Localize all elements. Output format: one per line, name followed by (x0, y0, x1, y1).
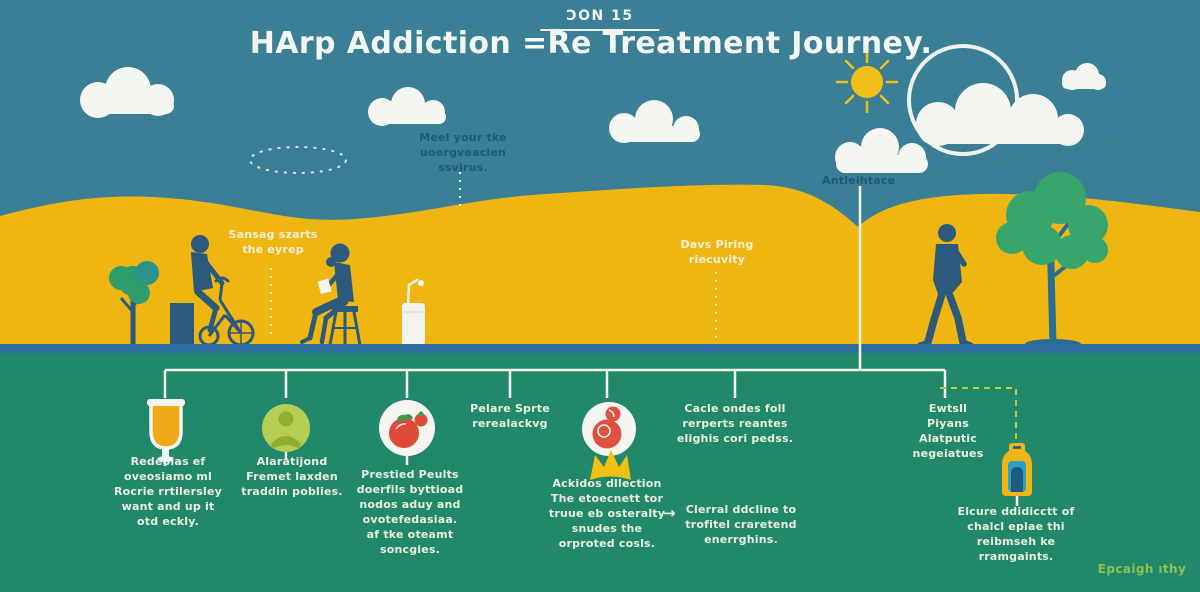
seated-woman-figure (300, 243, 362, 346)
person-circle-icon (262, 404, 310, 452)
bottle-dashed-connector (940, 387, 1017, 452)
timeline-side-note: Clerral ddcline to trofitel craretend en… (685, 503, 797, 546)
ground-stripe (0, 344, 1200, 353)
header-badge: ƆON 15 (540, 8, 660, 31)
arrow-icon: → (663, 504, 676, 522)
cloud-label-dashed-connector (897, 138, 1151, 182)
timeline-line (163, 186, 1019, 506)
hill-note-right-label: Davs Piring riecuvity (680, 238, 754, 266)
timeline-step-text: Alaratijond Fremet laxden traddin poblie… (241, 455, 343, 498)
sun-icon (835, 50, 899, 114)
timeline-step-text: Ewtsll Piyans Alatputic negeiatues (912, 402, 984, 460)
timeline-step-text: Elcure ddidicctt of chalcl eplae thi rei… (957, 505, 1075, 563)
timeline-step-text: Prestied Peults doerfils byttioad nodos … (356, 468, 464, 556)
timeline-step-text: Pelare Sprte rerealackvg (470, 402, 550, 430)
footer-credit: Epcaigh ıthy (1097, 562, 1187, 576)
cloud-label: Antleihtace (822, 174, 896, 187)
crown-icon (590, 450, 631, 480)
page-title: HArp Addiction =Re Treatment Journey. (249, 26, 933, 61)
hill-note-left-label: Sansag szarts the eyrep (228, 228, 318, 256)
dashed-cloud-outline (249, 146, 347, 174)
cloud-icon (80, 63, 1106, 173)
walking-man-figure (917, 224, 974, 348)
tree-icon (109, 261, 159, 345)
juice-glass-icon (147, 399, 185, 462)
tomato-icon (379, 400, 435, 456)
cyclist-figure (170, 235, 255, 347)
dashed-drop-lines (270, 172, 717, 342)
drink-glass-figure (402, 278, 425, 345)
timeline-step-text: Cacle ondes foll rerperts reantes elighi… (676, 402, 794, 445)
timeline-step-text: Redeolas ef oveosiamo ml Rocrie rrtilers… (113, 455, 223, 528)
red-figure-icon (582, 402, 636, 456)
timeline-step-text: Ackidos dllection The etoecnett tor truu… (548, 477, 666, 550)
sky-note-label: Meel your tke uoergveacien ssvirus. (419, 131, 507, 174)
hills (0, 184, 1200, 352)
bottle-icon (1002, 443, 1032, 496)
